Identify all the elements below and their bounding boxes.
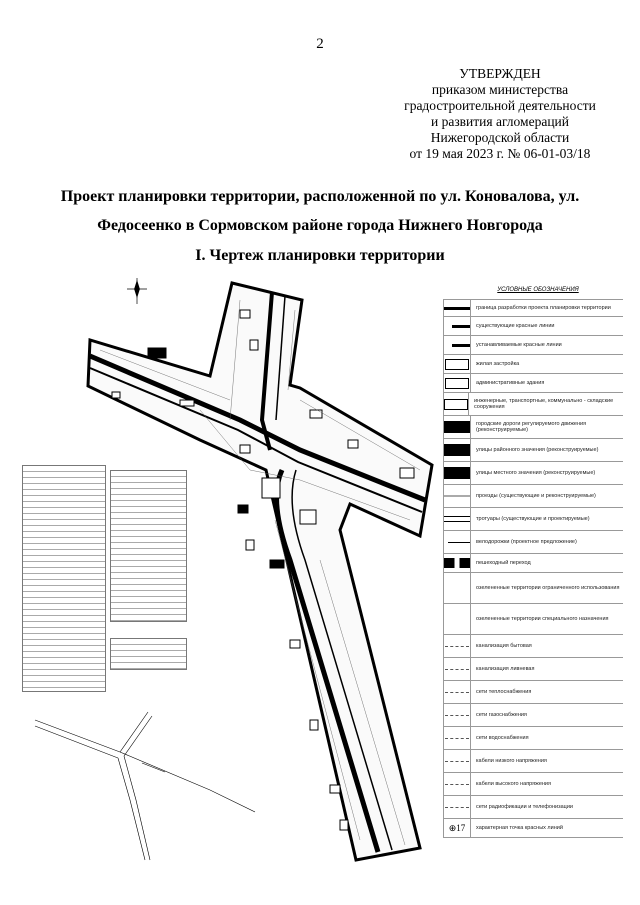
- legend-symbol-dash: [444, 704, 471, 726]
- legend-label: административные здания: [476, 380, 545, 386]
- approval-line: от 19 мая 2023 г. № 06-01-03/18: [409, 146, 591, 161]
- coordinates-table-middle: [110, 470, 187, 622]
- document-title: Проект планировки территории, расположен…: [60, 188, 580, 234]
- legend-item: канализация бытовая: [444, 634, 623, 657]
- legend-item: ⊕17 характерная точка красных линий: [444, 818, 623, 837]
- legend-item: кабели высокого напряжения: [444, 772, 623, 795]
- legend-symbol-empty: [444, 573, 471, 603]
- legend-label: кабели высокого напряжения: [476, 781, 551, 787]
- legend-label: характерная точка красных линий: [476, 825, 563, 831]
- legend-item: проезды (существующие и реконструируемые…: [444, 484, 623, 507]
- legend-symbol-empty: [444, 604, 471, 634]
- approval-line: Нижегородской области: [430, 130, 570, 145]
- legend-item: канализация ливневая: [444, 657, 623, 680]
- legend-item: городские дороги регулируемого движения …: [444, 415, 623, 438]
- legend-item: озелененные территории ограниченного исп…: [444, 572, 623, 603]
- legend-label: улицы районного значения (реконструируем…: [476, 447, 599, 453]
- legend-item: устанавливаемые красные линии: [444, 335, 623, 354]
- legend-symbol-thick-line: [444, 317, 471, 335]
- legend-label: улицы местного значения (реконструируемы…: [476, 470, 596, 476]
- legend-label: проезды (существующие и реконструируемые…: [476, 493, 596, 499]
- legend-label: инженерные, транспортные, коммунально - …: [474, 398, 614, 410]
- legend-symbol-box: [444, 355, 471, 373]
- legend-symbol-boundary: [444, 300, 471, 316]
- legend-item: сети газоснабжения: [444, 703, 623, 726]
- legend-symbol-dash: [444, 773, 471, 795]
- legend-label: велодорожки (проектное предложение): [476, 539, 577, 545]
- legend-item: улицы местного значения (реконструируемы…: [444, 461, 623, 484]
- legend-label: сети радиофикации и телефонизации: [476, 804, 573, 810]
- legend: УСЛОВНЫЕ ОБОЗНАЧЕНИЯ граница разработки …: [443, 287, 623, 838]
- legend-symbol-gray-line: [444, 485, 471, 507]
- legend-symbol-box: [444, 393, 469, 415]
- legend-item: существующие красные линии: [444, 316, 623, 335]
- legend-symbol-box: [444, 374, 471, 392]
- legend-item: жилая застройка: [444, 354, 623, 373]
- legend-label: озелененные территории специального назн…: [476, 616, 609, 622]
- legend-symbol-point: ⊕17: [444, 819, 471, 837]
- approval-block: УТВЕРЖДЕН приказом министерства градостр…: [390, 66, 610, 162]
- legend-label: сети водоснабжения: [476, 735, 529, 741]
- legend-item: граница разработки проекта планировки те…: [444, 299, 623, 316]
- legend-item: инженерные, транспортные, коммунально - …: [444, 392, 623, 415]
- approval-line: и развития агломераций: [430, 114, 569, 129]
- legend-item: озелененные территории специального назн…: [444, 603, 623, 634]
- legend-label: сети газоснабжения: [476, 712, 527, 718]
- buildings: [111, 309, 415, 831]
- legend-label: граница разработки проекта планировки те…: [476, 305, 611, 311]
- legend-item: улицы районного значения (реконструируем…: [444, 438, 623, 461]
- legend-label: существующие красные линии: [476, 323, 555, 329]
- approval-line: приказом министерства: [431, 82, 569, 97]
- coordinates-table-left: [22, 465, 106, 692]
- road-main: [89, 291, 426, 853]
- approval-line: градостроительной деятельности: [404, 98, 596, 113]
- legend-label: кабели низкого напряжения: [476, 758, 547, 764]
- legend-item: сети радиофикации и телефонизации: [444, 795, 623, 818]
- point-label: 17: [456, 822, 466, 833]
- legend-item: велодорожки (проектное предложение): [444, 530, 623, 553]
- legend-symbol-fill: [444, 416, 471, 438]
- coordinates-table-small: [110, 638, 187, 670]
- legend-label: жилая застройка: [476, 361, 520, 367]
- legend-label: сети теплоснабжения: [476, 689, 532, 695]
- north-arrow: [127, 278, 147, 304]
- legend-label: устанавливаемые красные линии: [476, 342, 562, 348]
- legend-item: сети теплоснабжения: [444, 680, 623, 703]
- approval-line: УТВЕРЖДЕН: [459, 66, 541, 81]
- inner-lines: [99, 299, 421, 846]
- legend-symbol-arrow-line: [444, 531, 471, 553]
- legend-label: озелененные территории ограниченного исп…: [476, 585, 620, 591]
- legend-heading: УСЛОВНЫЕ ОБОЗНАЧЕНИЯ: [497, 287, 579, 293]
- legend-symbol-double-line: [444, 508, 471, 530]
- legend-item: тротуары (существующие и проектируемые): [444, 507, 623, 530]
- page-number: 2: [316, 36, 324, 52]
- inset-scheme: [34, 711, 256, 861]
- legend-symbol-dash: [444, 635, 471, 657]
- legend-item: пешеходный переход: [444, 553, 623, 572]
- legend-item: кабели низкого напряжения: [444, 749, 623, 772]
- legend-label: канализация бытовая: [476, 643, 532, 649]
- legend-symbol-fill: [444, 439, 471, 461]
- legend-symbol-fill: [444, 462, 471, 484]
- legend-symbol-dash: [444, 727, 471, 749]
- legend-symbol-dash: [444, 750, 471, 772]
- section-title: I. Чертеж планировки территории: [195, 247, 445, 264]
- legend-label: канализация ливневая: [476, 666, 535, 672]
- legend-symbol-dash: [444, 658, 471, 680]
- legend-symbol-dash: [444, 796, 471, 818]
- legend-symbol-crossing: [444, 554, 471, 572]
- legend-symbol-thick-line: [444, 336, 471, 354]
- legend-symbol-dash: [444, 681, 471, 703]
- legend-item: административные здания: [444, 373, 623, 392]
- legend-item: сети водоснабжения: [444, 726, 623, 749]
- planning-drawing: [34, 278, 434, 862]
- legend-label: тротуары (существующие и проектируемые): [476, 516, 590, 522]
- legend-label: городские дороги регулируемого движения …: [476, 421, 587, 433]
- territory-boundary: [86, 281, 434, 862]
- legend-label: пешеходный переход: [476, 560, 531, 566]
